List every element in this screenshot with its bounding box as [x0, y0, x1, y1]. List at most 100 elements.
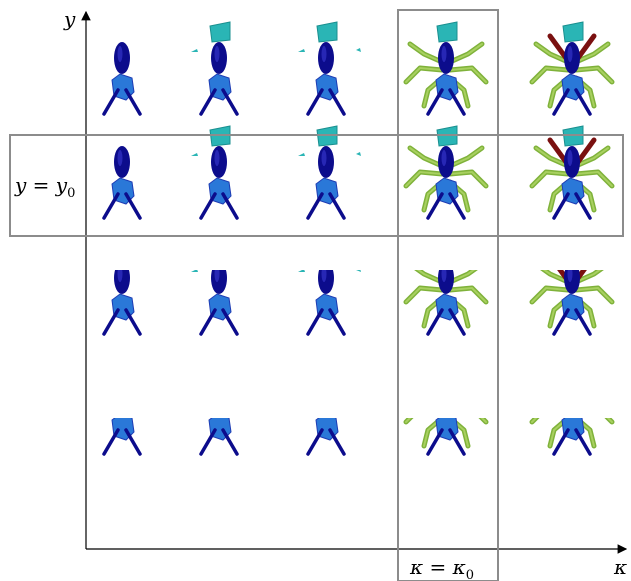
leg-highlight	[449, 170, 487, 187]
hind-leg-right	[124, 192, 142, 220]
hind-leg-right	[221, 308, 239, 336]
antenna-right	[578, 494, 594, 516]
leg-highlight	[405, 286, 443, 303]
fragment	[356, 152, 361, 156]
head-cap	[317, 362, 337, 382]
hind-leg-right	[328, 88, 346, 116]
fragment	[356, 506, 361, 510]
figure-cell	[403, 242, 489, 336]
thorax-shine	[441, 46, 447, 62]
leg-highlight	[416, 270, 443, 283]
antenna-left	[550, 494, 566, 516]
leg-highlight	[576, 384, 608, 402]
leg	[450, 526, 486, 540]
hind-leg-right	[574, 308, 592, 336]
leg-highlight	[450, 526, 486, 540]
leg	[410, 502, 442, 520]
hind-leg-right	[330, 548, 344, 572]
hind-leg-left	[426, 308, 444, 336]
leg-highlight	[576, 536, 594, 564]
head-cap	[437, 242, 457, 262]
leg-highlight	[575, 270, 602, 283]
abdomen	[562, 532, 584, 558]
leg	[536, 502, 568, 520]
fragment	[191, 49, 198, 52]
head-cap	[317, 480, 337, 500]
thorax-shine	[442, 504, 447, 520]
hind-leg-left	[199, 308, 217, 336]
fragment	[356, 48, 361, 52]
figure-cell	[102, 270, 142, 336]
abdomen	[209, 532, 231, 558]
thorax-shine	[214, 150, 220, 166]
leg-highlight	[542, 270, 569, 283]
figure-grid	[102, 21, 615, 572]
hind-leg-right	[328, 428, 346, 456]
thorax	[318, 382, 334, 414]
thorax-shine	[322, 386, 327, 402]
leg-highlight	[449, 43, 483, 63]
hind-leg-left	[308, 548, 322, 572]
hind-leg-left	[554, 548, 568, 572]
fragment	[191, 270, 198, 272]
antenna-left	[550, 376, 566, 398]
leg-highlight	[535, 147, 569, 167]
head-cap	[563, 242, 583, 262]
hind-leg-left	[426, 88, 444, 116]
leg-highlight	[575, 43, 609, 63]
figure-cell	[191, 21, 239, 116]
hind-leg-left	[199, 88, 217, 116]
antenna-right	[575, 270, 587, 281]
hind-leg-right	[328, 192, 346, 220]
leg	[450, 502, 482, 520]
thorax-shine	[441, 270, 447, 282]
leg-highlight	[449, 286, 487, 303]
thorax	[318, 500, 334, 532]
hind-leg-left	[102, 308, 120, 336]
thorax-shine	[442, 386, 447, 402]
figure-cell	[403, 21, 489, 116]
leg-highlight	[575, 147, 609, 167]
figure-cell	[102, 42, 142, 116]
figure-cell	[403, 125, 489, 220]
thorax-shine	[568, 386, 573, 402]
leg-highlight	[449, 66, 487, 83]
hind-leg-left	[201, 548, 215, 572]
hind-leg-right	[448, 192, 466, 220]
fragment	[298, 153, 305, 156]
head-cap	[437, 362, 457, 382]
figure-cell	[191, 125, 239, 220]
thorax-shine	[118, 504, 123, 520]
leg-highlight	[575, 286, 613, 303]
thorax-shine	[215, 386, 220, 402]
fragment	[298, 507, 305, 510]
hind-leg-left	[306, 428, 324, 456]
fragment	[191, 507, 198, 510]
figure-cell	[191, 270, 239, 336]
y-axis-label: y	[63, 7, 76, 31]
thorax-shine	[117, 270, 123, 282]
leg-highlight	[531, 286, 569, 303]
leg	[550, 536, 568, 564]
leg	[532, 526, 568, 540]
leg	[576, 526, 612, 540]
leg-highlight	[449, 270, 476, 283]
head-cap	[210, 362, 230, 382]
x-axis-label: κ	[613, 555, 627, 579]
figure-cell	[529, 21, 615, 116]
hind-leg-left	[102, 88, 120, 116]
figure-cell	[529, 125, 615, 220]
thorax	[564, 500, 580, 532]
hind-leg-right	[124, 88, 142, 116]
hind-leg-left	[552, 192, 570, 220]
head-cap	[316, 21, 338, 43]
leg-highlight	[536, 502, 568, 520]
hind-leg-right	[574, 88, 592, 116]
thorax	[564, 382, 580, 414]
leg-highlight	[405, 170, 443, 187]
thorax	[438, 500, 454, 532]
leg-highlight	[575, 170, 613, 187]
figure-cell	[298, 21, 361, 116]
leg-highlight	[536, 384, 568, 402]
hind-leg-left	[552, 88, 570, 116]
